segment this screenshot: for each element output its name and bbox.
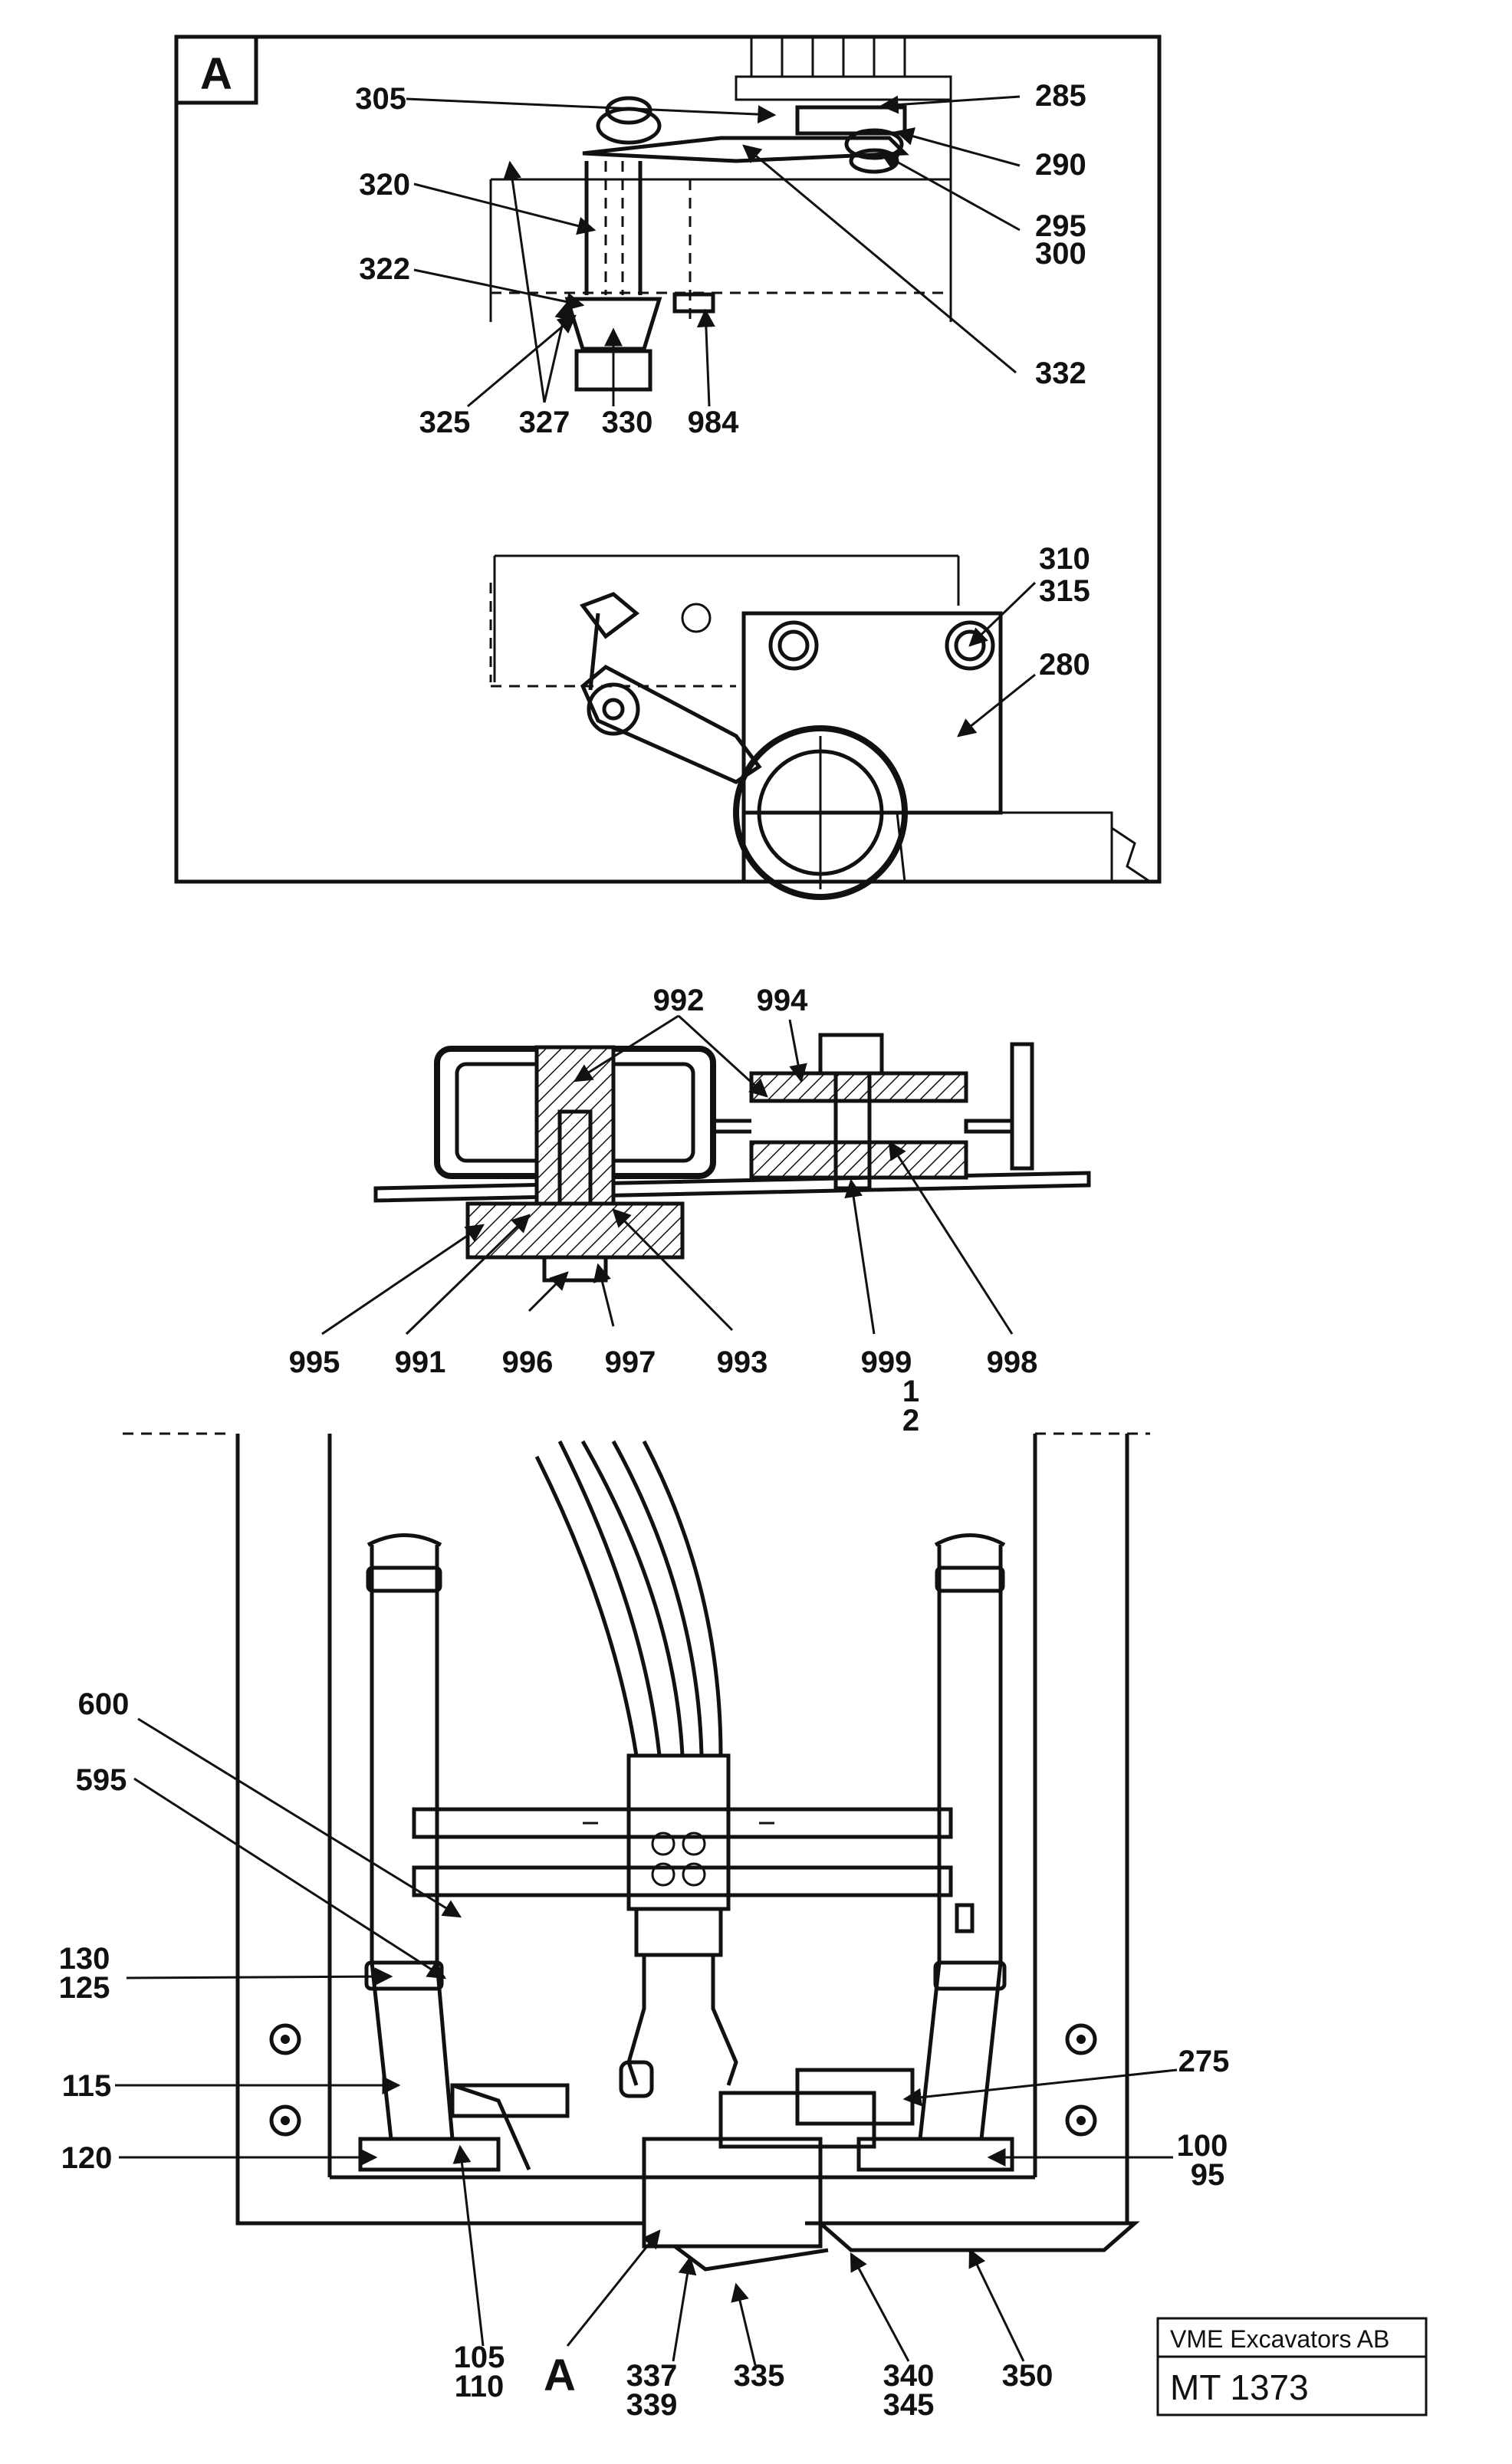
callout-310: 310 <box>1039 542 1090 576</box>
callout-995: 995 <box>289 1345 340 1379</box>
callout-275: 275 <box>1178 2045 1230 2078</box>
callout-285: 285 <box>1035 79 1086 113</box>
callout-105: 105 <box>454 2341 505 2374</box>
callout-992: 992 <box>653 984 705 1017</box>
callout-120: 120 <box>61 2141 113 2175</box>
callout-337: 337 <box>626 2359 678 2393</box>
assembly-view: 600 595 130 125 115 120 275 100 95 105 1… <box>59 1432 1230 2422</box>
callout-350: 350 <box>1002 2359 1053 2393</box>
callout-300: 300 <box>1035 237 1086 271</box>
callout-991: 991 <box>395 1345 446 1379</box>
callout-997: 997 <box>605 1345 656 1379</box>
callout-1: 1 <box>902 1375 919 1408</box>
callout-999: 999 <box>861 1345 912 1379</box>
callout-339: 339 <box>626 2388 678 2422</box>
detail-a-view: A <box>174 34 1162 900</box>
callout-327: 327 <box>519 406 570 439</box>
callout-998: 998 <box>987 1345 1038 1379</box>
callout-600: 600 <box>78 1687 130 1721</box>
section-view: 992 994 995 991 996 997 993 999 1 2 998 <box>289 984 1091 1437</box>
callout-595: 595 <box>76 1763 127 1797</box>
detail-a-frame <box>174 34 1162 884</box>
callout-325: 325 <box>419 406 471 439</box>
callout-340: 340 <box>883 2359 935 2393</box>
callout-295: 295 <box>1035 209 1086 243</box>
callout-345: 345 <box>883 2388 935 2422</box>
callout-130: 130 <box>59 1942 110 1976</box>
callout-994: 994 <box>757 984 808 1017</box>
title-block-company: VME Excavators AB <box>1170 2325 1389 2353</box>
callout-320: 320 <box>359 168 410 202</box>
title-block: VME Excavators AB MT 1373 <box>1156 2317 1428 2416</box>
callout-984: 984 <box>688 406 739 439</box>
detail-a-marker-box <box>174 34 258 105</box>
assembly-view-marker: A <box>544 2351 576 2400</box>
callout-330: 330 <box>602 406 653 439</box>
callout-110: 110 <box>455 2370 505 2403</box>
callout-996: 996 <box>502 1345 554 1379</box>
callout-315: 315 <box>1039 574 1090 608</box>
title-block-drawing-number: MT 1373 <box>1170 2367 1309 2407</box>
callout-125: 125 <box>59 1971 110 2005</box>
callout-280: 280 <box>1039 648 1090 682</box>
callout-305: 305 <box>355 82 406 116</box>
callout-100: 100 <box>1177 2129 1228 2163</box>
callout-993: 993 <box>717 1345 768 1379</box>
callout-2: 2 <box>902 1404 919 1437</box>
callout-335: 335 <box>734 2359 785 2393</box>
callout-332: 332 <box>1035 356 1086 390</box>
callout-115: 115 <box>62 2069 112 2103</box>
callout-322: 322 <box>359 252 410 286</box>
detail-a-marker: A <box>200 49 232 99</box>
callout-95: 95 <box>1191 2158 1225 2192</box>
callout-290: 290 <box>1035 148 1086 182</box>
